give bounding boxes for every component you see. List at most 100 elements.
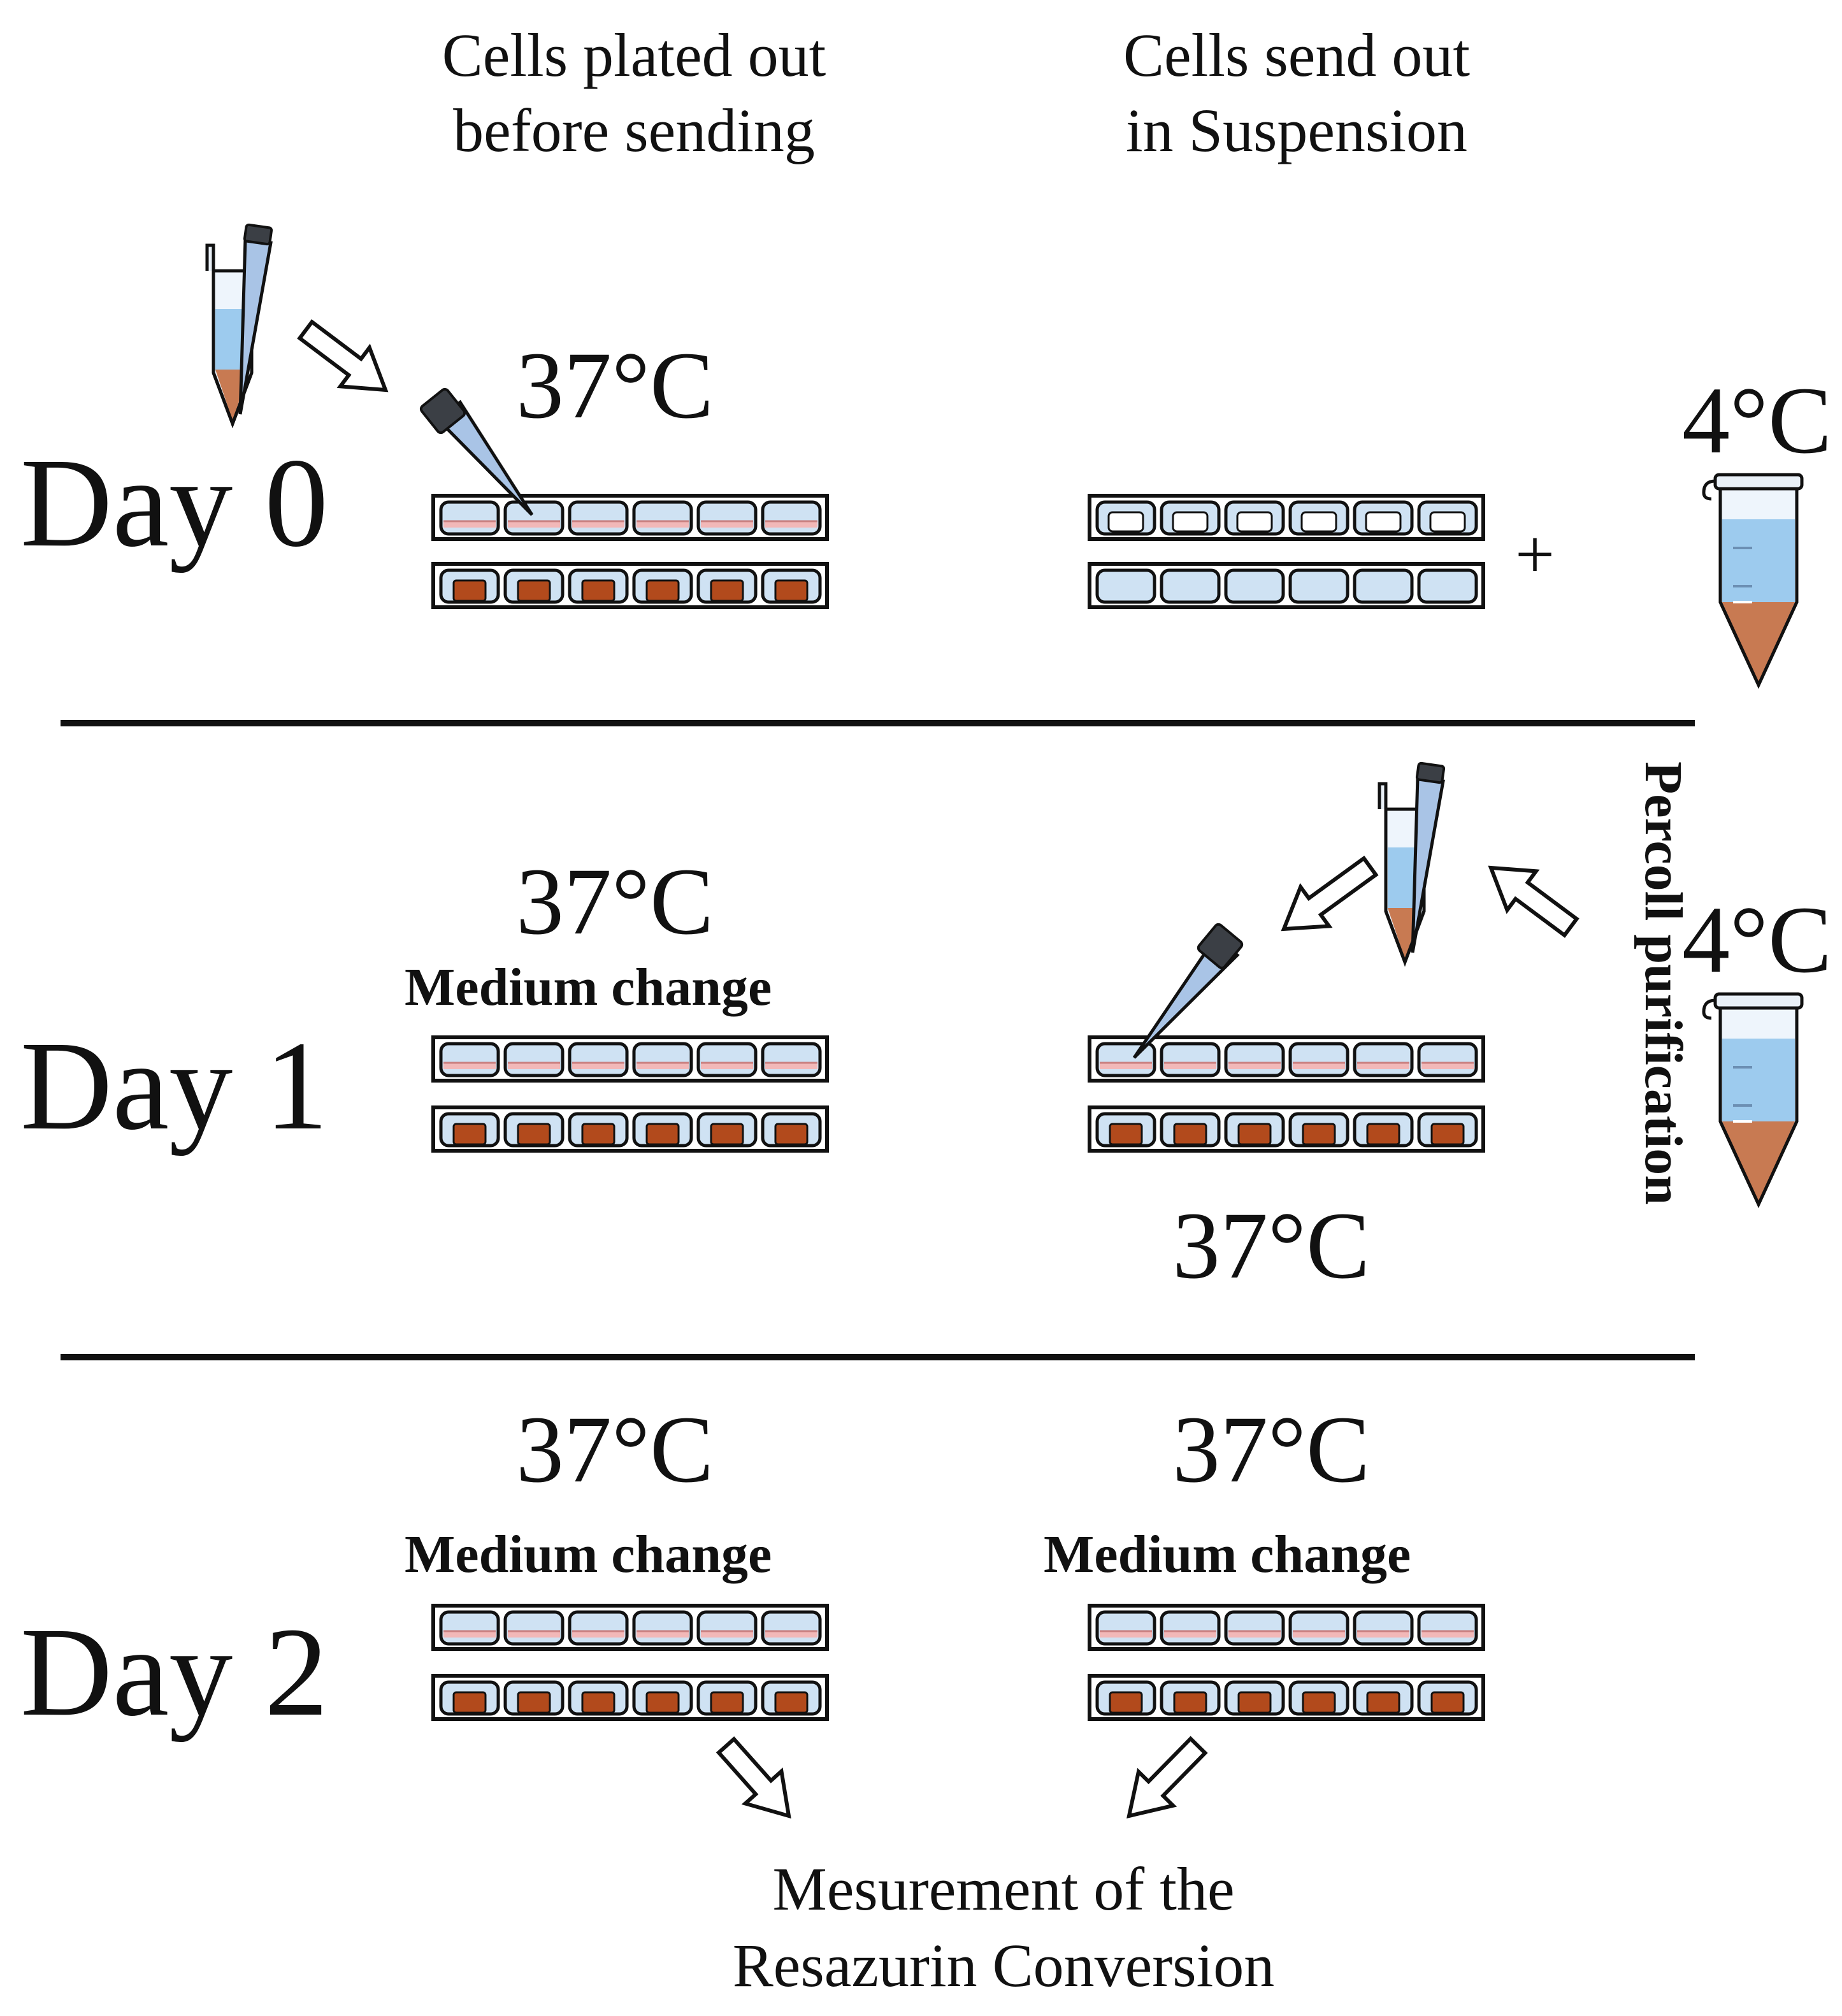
plate-well	[1160, 1042, 1221, 1077]
plate-well	[1095, 1112, 1156, 1148]
plate-well	[1224, 500, 1285, 536]
plate-day0-suspension-top	[1088, 494, 1485, 541]
plate-well	[1353, 500, 1414, 536]
plate-well	[1288, 568, 1349, 604]
plate-well	[1353, 1112, 1414, 1148]
plate-well	[1288, 500, 1349, 536]
plate-well	[503, 1610, 565, 1646]
day-2-label: Day 2	[20, 1602, 329, 1743]
pipette-tip-day1-suspension	[1132, 923, 1244, 1059]
plate-well	[568, 1680, 629, 1716]
plate-well	[1353, 1042, 1414, 1077]
plate-day2-suspension-top	[1088, 1604, 1485, 1651]
plate-well	[1095, 500, 1156, 536]
arrow-tube-to-plate-day0	[297, 319, 389, 392]
plate-well	[439, 500, 500, 536]
plate-well	[439, 1042, 500, 1077]
plate-well	[568, 1112, 629, 1148]
measurement-line1: Mesurement of the	[772, 1855, 1235, 1923]
plate-well	[1288, 1042, 1349, 1077]
plate-well	[761, 568, 822, 604]
temp-day2-plated: 37°C	[516, 1397, 714, 1502]
plate-well	[1224, 1042, 1285, 1077]
plate-well	[1095, 1680, 1156, 1716]
plate-well	[632, 500, 693, 536]
percoll-purification-label: Percoll purification	[1634, 761, 1693, 1205]
temp-day1-tube: 4°C	[1682, 887, 1832, 993]
plate-well	[632, 568, 693, 604]
plus-sign: +	[1515, 515, 1555, 593]
plate-well	[1224, 1680, 1285, 1716]
header-suspension-line1: Cells send out	[1123, 21, 1470, 89]
day-0-label: Day 0	[20, 433, 329, 573]
arrow-suspension-to-measurement	[1126, 1736, 1208, 1819]
arrow-plated-to-measurement	[716, 1736, 791, 1819]
plate-well	[1160, 1112, 1221, 1148]
plate-well	[1288, 1610, 1349, 1646]
plate-day1-plated-bottom	[431, 1105, 829, 1153]
plate-well	[1417, 568, 1478, 604]
plate-well	[503, 1680, 565, 1716]
plate-day2-suspension-bottom	[1088, 1674, 1485, 1721]
plate-well	[696, 1042, 758, 1077]
plate-well	[632, 1610, 693, 1646]
plate-well	[503, 1112, 565, 1148]
plate-day1-suspension-top	[1088, 1035, 1485, 1083]
plate-well	[761, 1112, 822, 1148]
day-1-label: Day 1	[20, 1016, 329, 1156]
plate-well	[761, 1610, 822, 1646]
temp-day0-tube: 4°C	[1682, 368, 1832, 473]
medium-change-day2-plated: Medium change	[405, 1525, 772, 1584]
plate-well	[568, 568, 629, 604]
plate-well	[439, 1610, 500, 1646]
plate-day0-plated-bottom	[431, 562, 829, 609]
plate-well	[503, 1042, 565, 1077]
plate-day2-plated-bottom	[431, 1674, 829, 1721]
plate-well	[1417, 1680, 1478, 1716]
measurement-line2: Resazurin Conversion	[732, 1931, 1275, 1999]
plate-day2-plated-top	[431, 1604, 829, 1651]
medium-change-day2-suspension: Medium change	[1044, 1525, 1411, 1584]
plate-well	[1417, 1042, 1478, 1077]
plate-well	[568, 1042, 629, 1077]
plate-day1-suspension-bottom	[1088, 1105, 1485, 1153]
plate-well	[439, 1112, 500, 1148]
plate-well	[1288, 1112, 1349, 1148]
plate-day0-plated-top	[431, 494, 829, 541]
plate-well	[503, 500, 565, 536]
plate-well	[1224, 1610, 1285, 1646]
plate-well	[696, 1112, 758, 1148]
plate-well	[696, 500, 758, 536]
plate-well	[1224, 568, 1285, 604]
header-plated: Cells plated out before sending	[315, 18, 953, 168]
plate-well	[761, 500, 822, 536]
plate-well	[696, 568, 758, 604]
plate-well	[632, 1112, 693, 1148]
plate-well	[1353, 568, 1414, 604]
plate-well	[439, 568, 500, 604]
measurement-caption: Mesurement of the Resazurin Conversion	[637, 1851, 1370, 2004]
pipette-tube-day1	[1378, 761, 1446, 967]
plate-well	[1160, 1680, 1221, 1716]
plate-well	[632, 1042, 693, 1077]
plate-well	[1353, 1610, 1414, 1646]
arrow-tube-to-plate-day1	[1281, 855, 1379, 932]
plate-well	[1160, 568, 1221, 604]
arrow-percoll-to-tube	[1488, 865, 1579, 939]
header-suspension-line2: in Suspension	[1125, 96, 1468, 164]
plate-well	[1353, 1680, 1414, 1716]
plate-well	[632, 1680, 693, 1716]
temp-day0-plated: 37°C	[516, 333, 714, 438]
plate-well	[439, 1680, 500, 1716]
plate-well	[1095, 1042, 1156, 1077]
plate-well	[503, 568, 565, 604]
plate-well	[1095, 568, 1156, 604]
plate-well	[1224, 1112, 1285, 1148]
plate-frame	[1088, 1674, 1485, 1721]
temp-day1-suspension: 37°C	[1172, 1193, 1371, 1299]
pipette-tube-day0	[205, 223, 273, 429]
header-plated-line1: Cells plated out	[442, 21, 826, 89]
plate-well	[568, 1610, 629, 1646]
plate-well	[696, 1610, 758, 1646]
